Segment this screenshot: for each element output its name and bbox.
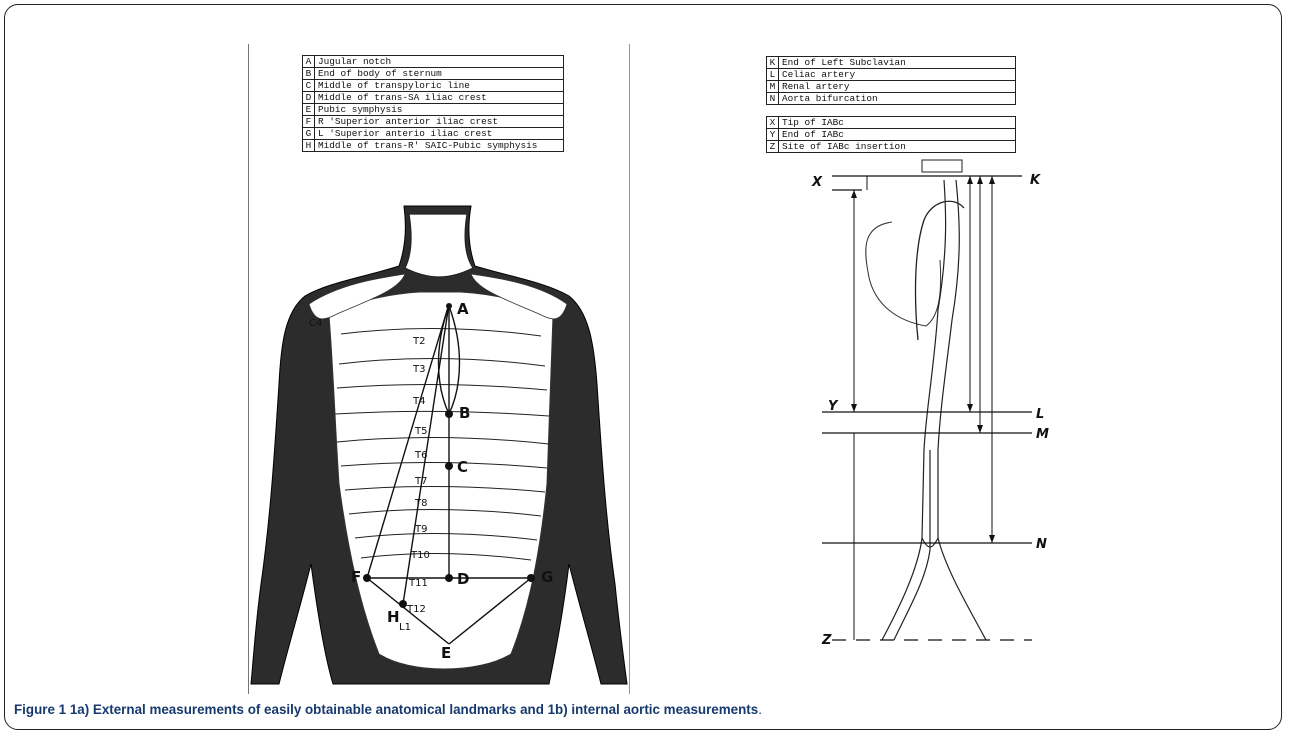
caption-text: 1a) External measurements of easily obta… [66,702,758,717]
vertebra-label: T10 [410,550,430,561]
vertebra-label: T7 [414,476,427,487]
level-label: K [1030,173,1041,188]
landmark-f-dot [363,574,371,582]
neck [405,214,473,277]
vertebra-label: T3 [412,364,425,375]
vertebra-label: T11 [408,578,428,589]
landmark-b-dot [445,410,453,418]
figure-caption: Figure 1 1a) External measurements of ea… [14,702,762,717]
landmark-g-dot [527,574,535,582]
figure-number: Figure 1 [14,702,66,717]
vertebra-label: L1 [399,622,411,633]
point-label: F [351,568,361,586]
level-label: L [1036,407,1044,422]
level-label: Y [828,399,839,414]
vertebra-label: T9 [414,524,427,535]
vertebra-label: T12 [406,604,426,615]
vertebra-label: T5 [414,426,427,437]
point-label: A [457,300,469,318]
vertebra-label: T2 [412,336,425,347]
caption-period: . [758,702,762,717]
landmark-d-dot [445,574,453,582]
vertebra-label: C4 [309,318,322,329]
point-label: C [457,458,468,476]
aorta-diagram: X K Y L M N Z [742,50,1058,694]
point-label: G [541,568,553,586]
body-outline-diagram: C4 T2 T3 T4 T5 T6 T7 T8 T9 T10 T11 T12 L… [249,44,629,694]
point-label: E [441,644,451,662]
figure-frame [4,4,1282,730]
point-label: B [459,404,470,422]
vertebra-label: T8 [414,498,427,509]
vertebra-label: T6 [414,450,427,461]
heart-outline [866,222,941,326]
landmark-c-dot [445,462,453,470]
landmark-a-dot [446,303,452,309]
level-label: Z [821,633,832,648]
vertebra-label: T4 [412,396,425,407]
landmark-h-dot [399,600,407,608]
great-vessels-stub [922,160,962,172]
level-label: N [1036,537,1047,552]
aortic-arch [916,201,964,340]
level-label: M [1036,427,1049,442]
point-label: D [457,570,469,588]
level-label: X [811,175,823,190]
point-label: H [387,608,400,626]
